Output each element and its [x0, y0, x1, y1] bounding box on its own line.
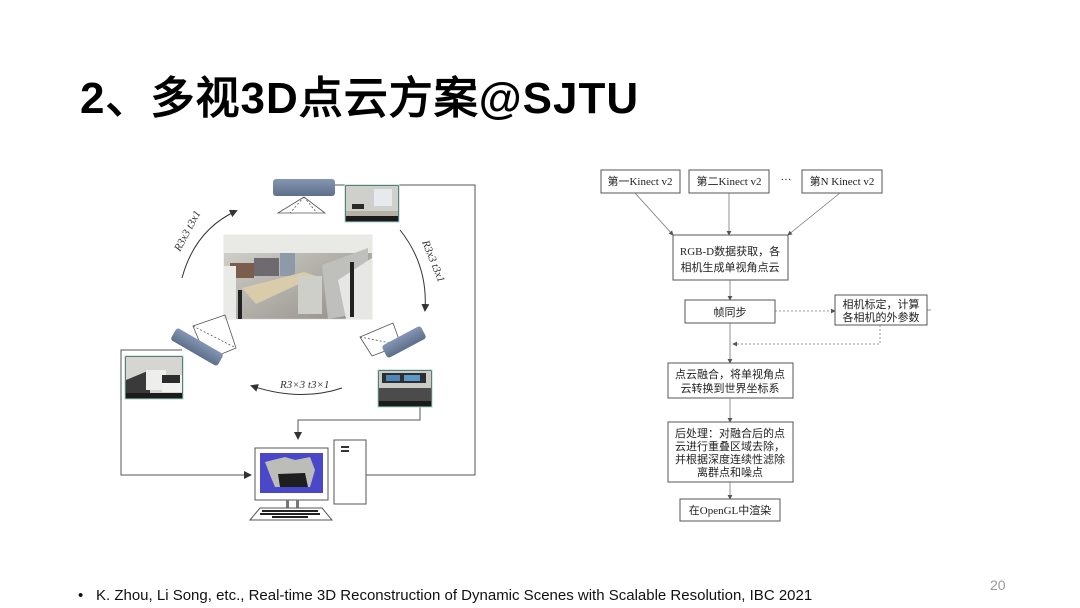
reference-text: K. Zhou, Li Song, etc., Real-time 3D Rec…	[96, 587, 813, 604]
camera-view-thumbnail-right	[377, 369, 433, 408]
fusion-label-2: 云转换到世界坐标系	[681, 381, 780, 395]
calibration-label-2: 各相机的外参数	[843, 310, 920, 324]
kinect-camera-top	[273, 179, 335, 214]
postprocess-label-3: 并根据深度连续性滤除	[675, 452, 785, 466]
acquisition-label-2: 相机生成单视角点云	[681, 260, 780, 274]
multi-camera-setup-diagram: R3x3 t3x1 R3x3 t3x1 R3×3 t3×1	[120, 179, 476, 521]
render-label: 在OpenGL中渲染	[689, 503, 772, 517]
reference-item: • K. Zhou, Li Song, etc., Real-time 3D Re…	[78, 587, 812, 604]
kinect-camera-left	[171, 314, 237, 366]
slide-title: 2、多视3D点云方案@SJTU	[80, 74, 640, 123]
camera-view-thumbnail-left	[124, 355, 184, 400]
flow-step-acquisition	[672, 234, 789, 281]
page-number: 20	[990, 577, 1006, 593]
source-label-n: 第N Kinect v2	[810, 174, 875, 188]
processing-flowchart: 第一Kinect v2 第二Kinect v2 ··· 第N Kinect v2…	[600, 169, 931, 522]
acquisition-label-1: RGB-D数据获取，各	[680, 244, 780, 258]
transform-arcs	[181, 209, 430, 395]
kinect-camera-right	[359, 322, 426, 358]
postprocess-label-2: 云进行重叠区域去除，	[675, 439, 785, 453]
source-box-n	[801, 169, 883, 194]
bullet-icon: •	[78, 587, 84, 604]
calibration-label-1: 相机标定，计算	[843, 297, 920, 311]
flow-step-fusion	[667, 362, 794, 399]
source-box-1	[600, 169, 681, 194]
source-label-1: 第一Kinect v2	[607, 174, 672, 188]
cubicle-photo	[223, 234, 373, 320]
postprocess-label-4: 离群点和噪点	[697, 465, 763, 479]
flow-step-postprocess	[667, 421, 794, 483]
transform-label-bottom: R3×3 t3×1	[279, 379, 329, 391]
source-ellipsis: ···	[781, 174, 792, 186]
computer-icon	[248, 439, 367, 521]
fusion-label-1: 点云融合，将单视角点	[675, 367, 785, 381]
sync-label: 帧同步	[714, 305, 747, 319]
camera-view-thumbnail-top	[344, 184, 400, 223]
flow-step-calibration	[834, 294, 928, 326]
connection-lines	[120, 184, 476, 479]
transform-label-left: R3x3 t3x1	[172, 209, 204, 255]
postprocess-label-1: 后处理：对融合后的点	[675, 426, 785, 440]
source-label-2: 第二Kinect v2	[696, 174, 761, 188]
